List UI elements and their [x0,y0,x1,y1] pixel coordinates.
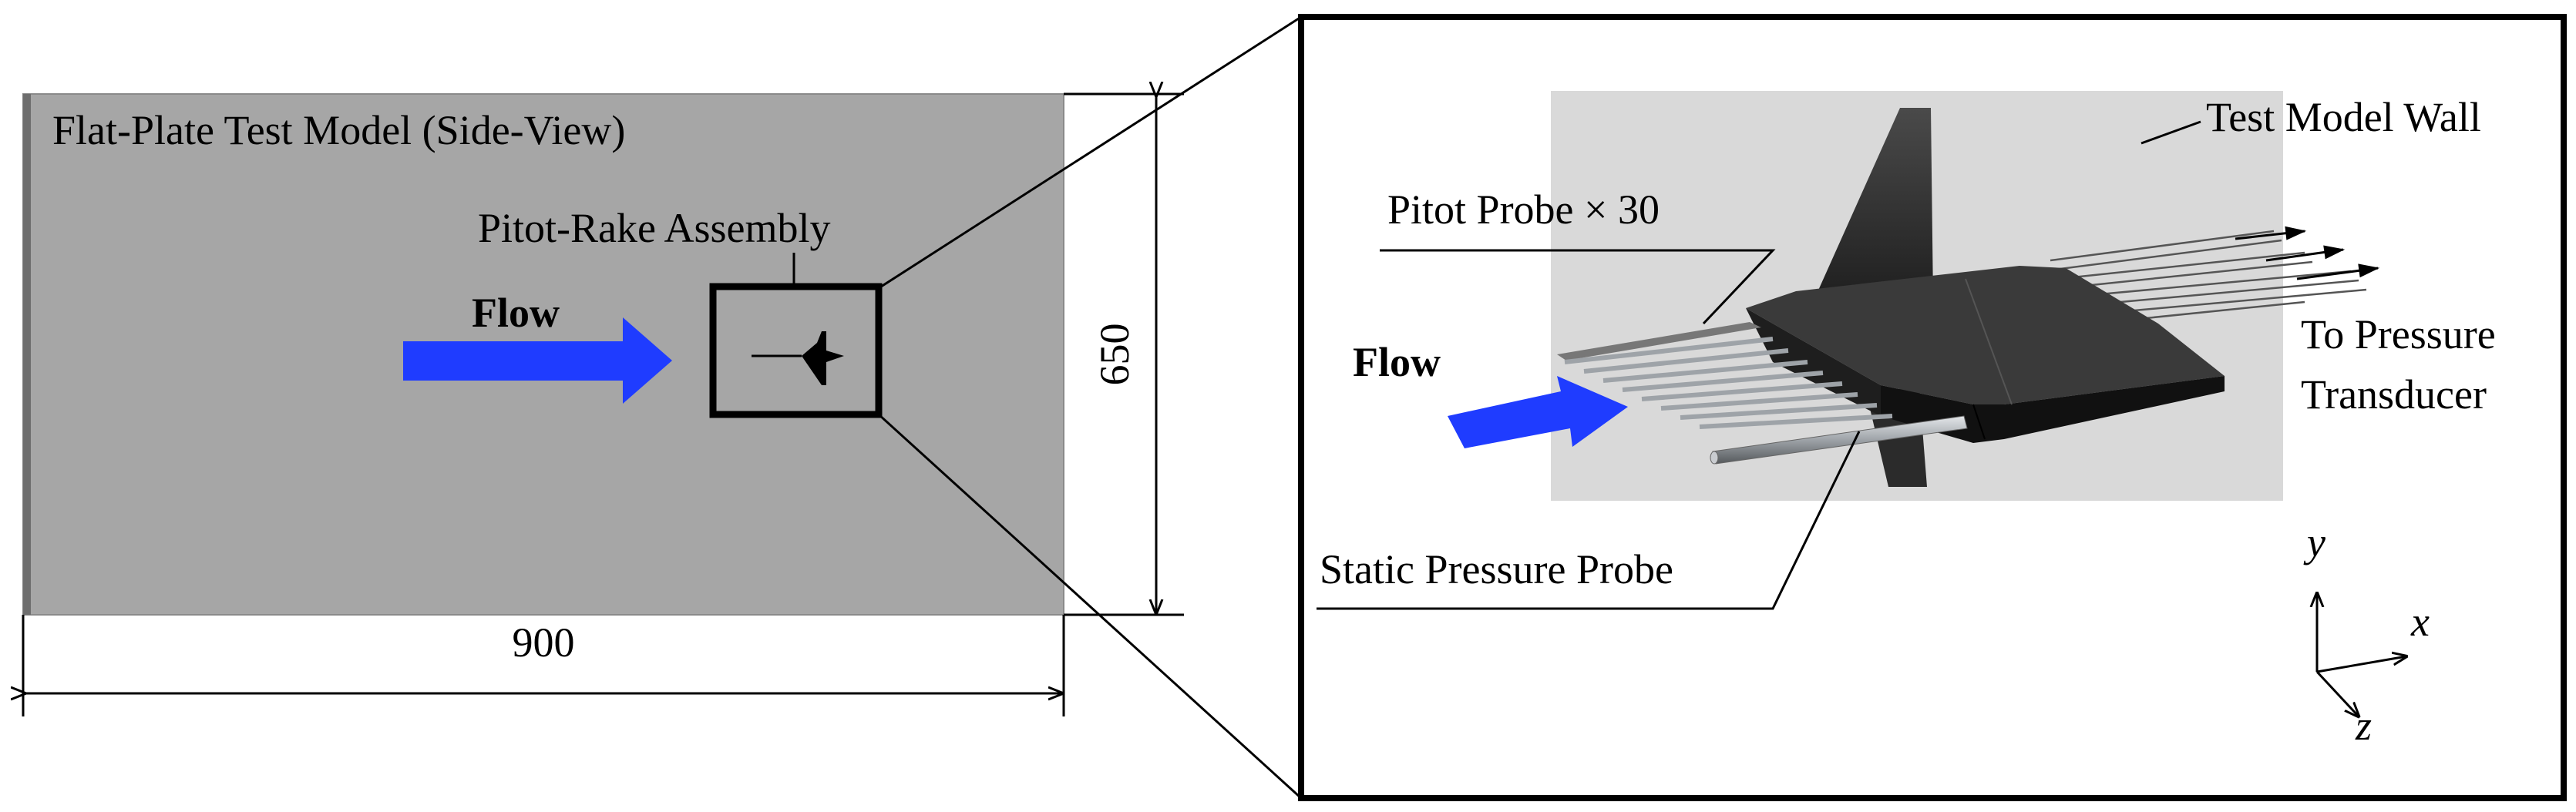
rake-fin-upper [1808,108,1933,314]
flow-arrow-right [1448,376,1628,448]
plate-leading-edge [23,94,31,615]
transducer-label-line1: To Pressure [2301,311,2496,357]
static-leader [1317,431,1861,610]
rake-body-front [1746,308,1881,416]
wall-label: Test Model Wall [2206,94,2481,140]
plate-title: Flat-Plate Test Model (Side-View) [52,107,625,153]
flow-arrow-left [403,317,672,404]
flow-label-right: Flow [1353,339,1441,385]
axis-x-label: x [2410,599,2430,645]
assembly-label: Pitot-Rake Assembly [478,205,831,251]
pitot-label: Pitot Probe × 30 [1387,186,1660,233]
coordinate-axes: y x z [2303,519,2430,749]
pitot-probes [1557,322,1893,429]
flow-label-left: Flow [472,290,560,336]
tube-arrow-1 [2235,226,2307,240]
width-dimension: 900 [513,619,575,666]
zoom-line-top [878,15,1302,290]
pitot-leader [1380,249,1776,325]
rake-thumbnail [752,331,844,385]
transducer-label-line2: Transducer [2301,371,2487,418]
tube-arrow-2 [2265,245,2346,262]
static-label: Static Pressure Probe [1320,546,1673,592]
wall-leader [2141,120,2201,145]
rake-body-top [1746,266,2225,404]
axis-y-label: y [2303,519,2325,565]
tube-arrow-3 [2296,263,2380,280]
side-view-panel: Flat-Plate Test Model (Side-View) Pitot-… [23,94,1184,716]
zoom-line-bottom [877,413,1303,800]
detail-panel: Test Model Wall [1298,14,2567,801]
static-pressure-probe [1710,415,1968,465]
height-dimension: 650 [1091,324,1138,386]
assembly-box [709,283,883,418]
axis-z-label: z [2355,703,2372,749]
